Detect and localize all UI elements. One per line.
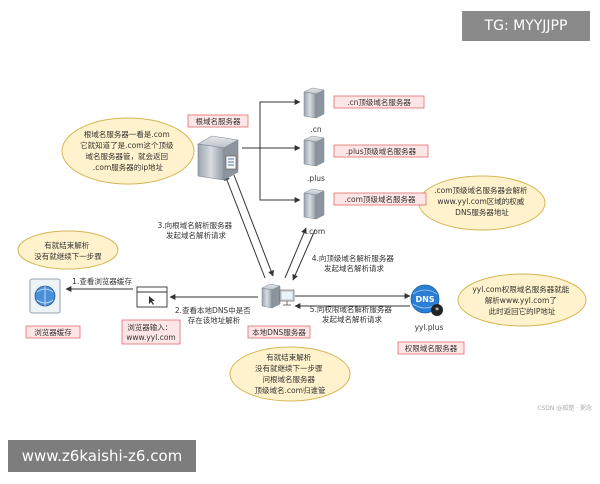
svg-text:.com顶级域名服务器会解析 www.yyl.c: .com顶级域名服务器会解析 www.yyl.com区域的权威 DNS服务器地址 bbox=[434, 185, 530, 217]
browser-cache-icon bbox=[29, 278, 61, 314]
svg-text:浏览器缓存: 浏览器缓存 bbox=[34, 327, 72, 337]
cloud-local-line4: 顶级域名.com归谁管 bbox=[255, 385, 326, 395]
cloud-tld-line3: DNS服务器地址 bbox=[455, 207, 509, 217]
local-dns-server-icon bbox=[261, 283, 295, 309]
arrow-step4-up bbox=[284, 227, 307, 279]
auth-server-label: 权限域名服务器 bbox=[397, 341, 465, 355]
svg-text:.plus顶级域名服务器: .plus顶级域名服务器 bbox=[346, 146, 417, 156]
watermark-bottom: www.z6kaishi-z6.com bbox=[8, 440, 196, 472]
root-server-label: 根域名服务器 bbox=[187, 114, 249, 128]
dns-badge-text: DNS bbox=[415, 295, 434, 304]
svg-text:根域名服务器: 根域名服务器 bbox=[196, 116, 241, 126]
svg-text:浏览器输入： www.yyl.com: 浏览器输入： www.yyl.com bbox=[126, 322, 175, 342]
cloud-root-line2: 它就知道了是.com这个顶级 bbox=[80, 140, 174, 150]
csdn-credit: CSDN @孤楚 · 粥念 bbox=[537, 404, 592, 412]
dns-globe-icon: DNS * bbox=[410, 284, 443, 316]
cloud-tld-line2: www.yyl.com区域的权威 bbox=[437, 196, 524, 206]
tld-cn-box: .cn顶级域名服务器 bbox=[333, 95, 425, 109]
tld-server-plus-icon bbox=[303, 135, 325, 167]
svg-text:根域名服务器一看是.com 它就知道了是.com: 根域名服务器一看是.com 它就知道了是.com这个顶级 域名服务器管，就会返回… bbox=[80, 129, 176, 172]
tld-plus-label: .plus bbox=[307, 174, 325, 183]
browser-window-icon bbox=[136, 286, 168, 308]
tld-server-cn-icon bbox=[303, 87, 325, 119]
svg-text:有就结束解析 没有就继续下一步骤: 有就结束解析 没有就继续下一步骤 bbox=[34, 240, 102, 261]
cloud-cache-line1: 有就结束解析 bbox=[44, 240, 89, 250]
step5-text: 5.向权限域名解析服务器 发起域名解析请求 bbox=[310, 304, 395, 324]
cloud-tld-note: .com顶级域名服务器会解析 www.yyl.com区域的权威 DNS服务器地址 bbox=[418, 175, 546, 231]
arrow-step3-up bbox=[224, 174, 266, 279]
tld-com-box: .com顶级域名服务器 bbox=[333, 192, 427, 206]
flow-arrows bbox=[65, 174, 411, 309]
cloud-auth-line3: 此时返回它的IP地址 bbox=[489, 306, 556, 316]
cloud-auth-note: yyl.com权限域名服务器就能 解析www.yyl.com了 此时返回它的IP… bbox=[457, 273, 587, 327]
cloud-local-note: 有就结束解析 没有就继续下一步骤 问根域名服务器 顶级域名.com归谁管 bbox=[229, 346, 351, 402]
browser-input-line1: 浏览器输入： bbox=[127, 322, 172, 332]
cloud-root-line3: 域名服务器管，就会返回 bbox=[86, 151, 169, 161]
cloud-root-line1: 根域名服务器一看是.com bbox=[84, 129, 170, 139]
root-server-icon bbox=[197, 135, 239, 181]
svg-text:*: * bbox=[435, 306, 439, 315]
arrow-step3-down bbox=[233, 174, 274, 277]
tld-cn-label: .cn bbox=[310, 125, 322, 134]
browser-input-line2: www.yyl.com bbox=[126, 333, 175, 342]
cloud-root-line4: .com服务器的ip地址 bbox=[93, 162, 164, 172]
cloud-auth-line1: yyl.com权限域名服务器就能 bbox=[472, 284, 569, 294]
arrow-step4-down bbox=[292, 229, 316, 281]
tld-com-label: .com bbox=[307, 227, 325, 236]
auth-server-domain: yyl.plus bbox=[415, 323, 444, 332]
step1-text: 1.查看浏览器缓存 bbox=[72, 276, 132, 286]
cloud-local-line1: 有就结束解析 bbox=[266, 352, 311, 362]
cloud-cache-note: 有就结束解析 没有就继续下一步骤 bbox=[17, 230, 119, 270]
svg-text:本地DNS服务器: 本地DNS服务器 bbox=[252, 327, 306, 337]
local-dns-label: 本地DNS服务器 bbox=[247, 325, 311, 339]
cloud-local-line3: 问根域名服务器 bbox=[263, 374, 316, 384]
browser-cache-label: 浏览器缓存 bbox=[25, 325, 81, 339]
svg-text:权限域名服务器: 权限域名服务器 bbox=[405, 343, 458, 353]
step2-text: 2.查看本地DNS中是否 存在该地址解析 bbox=[175, 305, 253, 325]
cloud-local-line2: 没有就继续下一步骤 bbox=[255, 363, 323, 373]
step3-text: 3.向根域名解析服务器 发起域名解析请求 bbox=[157, 220, 234, 240]
cloud-auth-line2: 解析www.yyl.com了 bbox=[485, 295, 557, 305]
browser-input-label: 浏览器输入： www.yyl.com bbox=[121, 319, 181, 345]
watermark-top: TG: MYYJJPP bbox=[462, 11, 590, 41]
cloud-cache-line2: 没有就继续下一步骤 bbox=[34, 251, 102, 261]
cloud-root-note: 根域名服务器一看是.com 它就知道了是.com这个顶级 域名服务器管，就会返回… bbox=[61, 117, 195, 185]
tld-server-com-icon bbox=[303, 188, 325, 220]
tld-plus-box: .plus顶级域名服务器 bbox=[333, 144, 429, 158]
cloud-tld-line1: .com顶级域名服务器会解析 bbox=[434, 185, 528, 195]
svg-text:.com顶级域名服务器: .com顶级域名服务器 bbox=[345, 194, 416, 204]
root-to-tld-connectors bbox=[242, 99, 301, 203]
svg-text:.cn顶级域名服务器: .cn顶级域名服务器 bbox=[347, 97, 411, 107]
svg-text:yyl.com权限域名服务器就能 解析www.y: yyl.com权限域名服务器就能 解析www.yyl.com了 此时返回它的IP… bbox=[472, 284, 571, 316]
svg-text:有就结束解析 没有就继续下一步骤 问: 有就结束解析 没有就继续下一步骤 问根域名服务器 顶级域名.com归谁管 bbox=[255, 352, 326, 395]
step4-text: 4.向顶级域名解析服务器 发起域名解析请求 bbox=[312, 253, 397, 273]
